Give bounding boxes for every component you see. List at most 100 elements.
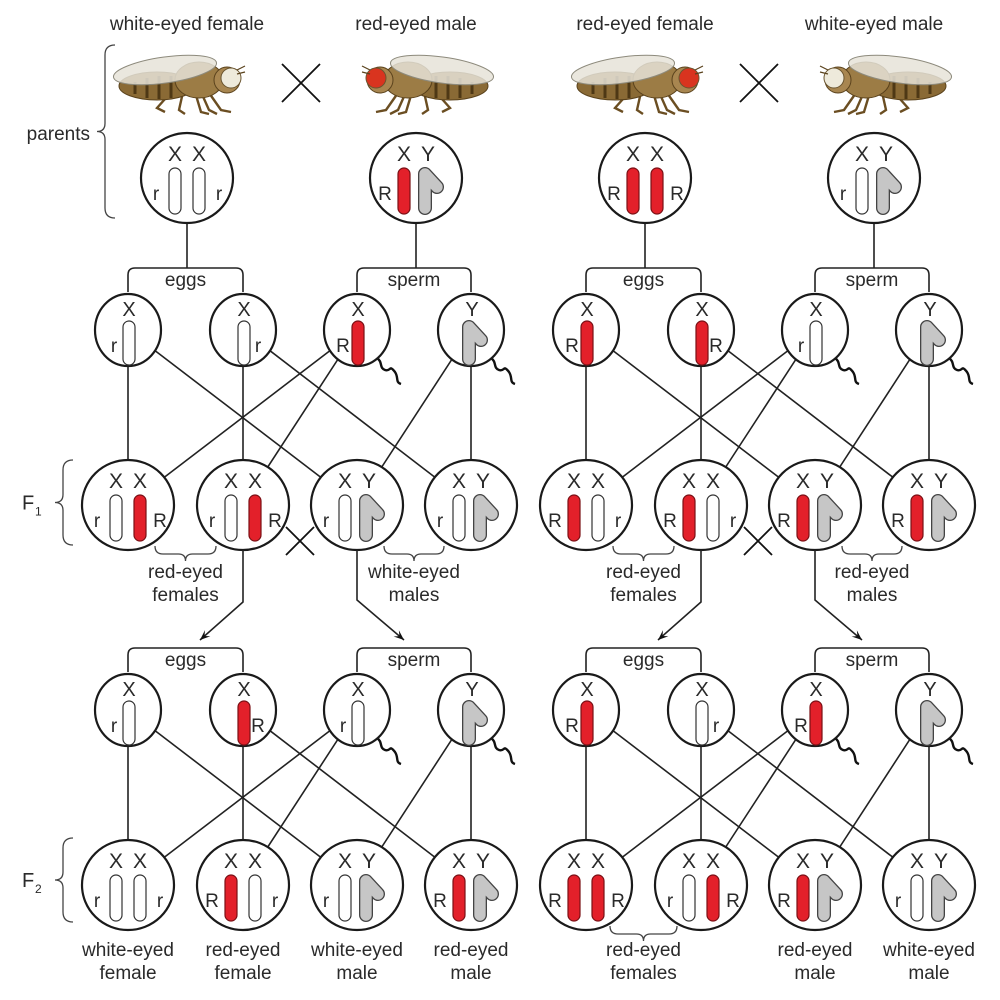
sperm-cell: Y (436, 292, 516, 386)
parent-title: white-eyed male (804, 14, 943, 35)
y-chromosome (920, 700, 946, 746)
f1-label: F (22, 493, 34, 515)
allele-label: r (667, 891, 674, 912)
chromosome-label: X (237, 299, 250, 321)
allele-label: r (730, 511, 737, 532)
cell-circle (423, 458, 519, 552)
f1-female-to-eggs-arrow (657, 550, 702, 641)
male-fly-illustration (361, 54, 495, 116)
eggs-bracket: eggs (585, 647, 702, 672)
sperm-tail-icon (834, 737, 860, 766)
x-chromosome-recessive (224, 494, 238, 542)
fly-wing (112, 54, 218, 86)
chromosome-label: X (351, 299, 364, 321)
y-chromosome (876, 167, 902, 215)
egg-cell: Xr (93, 292, 163, 368)
x-chromosome-dominant (133, 494, 147, 542)
inheritance-line (585, 709, 816, 886)
y-chromosome (931, 494, 957, 542)
inheritance-line (242, 329, 472, 506)
sperm-bracket-label: sperm (846, 270, 899, 291)
f2-group-label: white-eyed (81, 940, 174, 961)
chromosome-label: X (133, 470, 147, 493)
eggs-bracket: eggs (585, 267, 702, 292)
parent-title: red-eyed male (355, 14, 476, 35)
y-chromosome (931, 874, 957, 922)
chromosome-label: X (567, 470, 581, 493)
fly-leg (833, 89, 859, 114)
male-fly-illustration (819, 54, 953, 116)
x-chromosome-dominant (351, 320, 365, 366)
x-chromosome-recessive (706, 494, 720, 542)
allele-label: r (153, 184, 160, 205)
f2-group-label: male (794, 963, 835, 984)
chromosome-label: X (796, 850, 810, 873)
f1-offspring-cell: XrY (309, 458, 405, 552)
egg-cell: Xr (93, 672, 163, 748)
cell-circle (653, 838, 749, 932)
chromosome-label: X (133, 850, 147, 873)
fly-leg (375, 89, 401, 114)
f1-group-brace (612, 545, 675, 562)
f1-group-label: females (610, 585, 677, 606)
chromosome-label: Y (934, 470, 948, 493)
f2-group-label: white-eyed (310, 940, 403, 961)
allele-label: r (94, 511, 101, 532)
sperm-tail-icon (834, 357, 860, 386)
f1-offspring-cell: XRY (881, 458, 977, 552)
sperm-tail-icon (376, 737, 402, 766)
x-chromosome-dominant (237, 700, 251, 746)
allele-label: R (891, 511, 905, 532)
f2-group-label: male (336, 963, 377, 984)
female-fly-illustration (570, 54, 704, 116)
chromosome-label: X (397, 143, 411, 166)
x-chromosome-recessive (192, 167, 206, 215)
female-fly-illustration (112, 54, 246, 116)
inheritance-line (700, 709, 930, 886)
allele-label: R (153, 511, 167, 532)
x-chromosome-recessive (855, 167, 869, 215)
allele-label: r (895, 891, 902, 912)
allele-label: R (663, 511, 677, 532)
egg-cell: XR (208, 672, 278, 748)
allele-label: R (726, 891, 740, 912)
arrowhead-icon (658, 630, 669, 640)
cell-circle (538, 458, 634, 552)
cell-circle (826, 131, 922, 225)
x-chromosome-dominant (695, 320, 709, 366)
eggs-bracket-label: eggs (165, 650, 206, 671)
sperm-tail-icon (490, 737, 516, 766)
x-chromosome-recessive (338, 874, 352, 922)
chromosome-label: X (855, 143, 869, 166)
chromosome-label: X (452, 850, 466, 873)
sperm-cell: Y (894, 672, 974, 766)
allele-label: r (111, 336, 118, 357)
cell-circle (195, 458, 291, 552)
allele-label: R (205, 891, 219, 912)
chromosome-label: X (626, 143, 640, 166)
sperm-tail-icon (948, 357, 974, 386)
chromosome-label: X (122, 679, 135, 701)
allele-label: r (157, 891, 164, 912)
sperm-cell: XR (322, 292, 402, 386)
parent-cell: XRY (368, 131, 464, 225)
f1-group-label: red-eyed (606, 562, 681, 583)
f1-group-brace (841, 545, 903, 562)
x-chromosome-recessive (248, 874, 262, 922)
f2-group-label: male (908, 963, 949, 984)
f2-label: F (22, 870, 34, 892)
chromosome-label: X (192, 143, 206, 166)
allele-label: r (323, 891, 330, 912)
allele-label: r (437, 511, 444, 532)
f2-offspring-cell: XRY (767, 838, 863, 932)
y-chromosome (920, 320, 946, 366)
fly-leg (879, 91, 888, 115)
allele-label: r (323, 511, 330, 532)
f1-cross-symbol-icon (743, 526, 773, 556)
f2-group-label: red-eyed (778, 940, 853, 961)
allele-label: r (94, 891, 101, 912)
